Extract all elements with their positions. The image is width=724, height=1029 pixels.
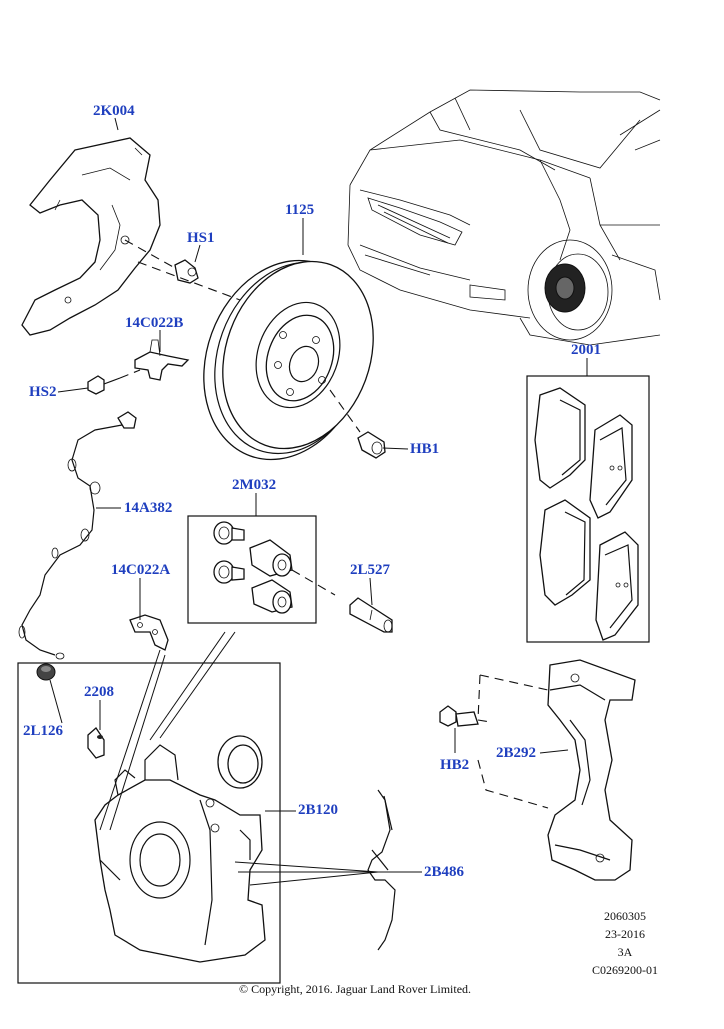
- bolt-hs2: [87, 375, 121, 395]
- copyright-notice: © Copyright, 2016. Jaguar Land Rover Lim…: [238, 982, 472, 996]
- bolt-hb2: [439, 705, 479, 727]
- label-guide-pin[interactable]: 2L527: [350, 562, 391, 578]
- label-bolt-hs2[interactable]: HS2: [29, 384, 57, 400]
- label-bolt-hb2[interactable]: HB2: [440, 757, 470, 773]
- label-bleed-screw[interactable]: 2208: [84, 684, 114, 700]
- caliper-carrier: [547, 659, 636, 881]
- label-pad-set[interactable]: 2001: [571, 342, 601, 358]
- label-spring-clip[interactable]: 2B486: [424, 864, 465, 880]
- guide-kit-box: [187, 515, 317, 624]
- caliper-box: [17, 662, 281, 984]
- caliper: [94, 744, 266, 963]
- drawing-date: 23-2016: [605, 927, 645, 941]
- label-guide-kit[interactable]: 2M032: [232, 477, 277, 493]
- label-bolt-hs1[interactable]: HS1: [187, 230, 215, 246]
- label-carrier[interactable]: 2B292: [496, 745, 537, 761]
- splash-shield: [21, 137, 161, 336]
- bleed-screw: [87, 727, 105, 759]
- drawing-revision: 3A: [617, 945, 633, 959]
- dust-cap: [36, 663, 56, 681]
- pad-set-box: [526, 375, 650, 643]
- bracket-a: [129, 614, 169, 651]
- label-bolt-hb1[interactable]: HB1: [410, 441, 440, 457]
- label-bracket-b[interactable]: 14C022B: [125, 315, 184, 331]
- drawing-number: 2060305: [604, 909, 646, 923]
- label-caliper[interactable]: 2B120: [298, 802, 339, 818]
- label-cap[interactable]: 2L126: [23, 723, 64, 739]
- brake-pads: [534, 387, 639, 641]
- label-sensor[interactable]: 14A382: [124, 500, 173, 516]
- guide-pin: [349, 597, 393, 633]
- vehicle-illustration: [347, 89, 661, 346]
- bracket-b: [134, 339, 190, 381]
- label-bracket-a[interactable]: 14C022A: [111, 562, 171, 578]
- label-shield[interactable]: 2K004: [93, 103, 135, 119]
- bolt-hb1: [357, 431, 386, 459]
- bolt-hs1: [174, 259, 199, 284]
- wear-sensor-cable: [18, 411, 137, 660]
- label-disc[interactable]: 1125: [285, 202, 315, 218]
- guide-kit-parts: [213, 521, 293, 614]
- drawing-code: C0269200-01: [592, 963, 658, 977]
- piston-seal: [217, 735, 263, 789]
- brake-disc: [203, 259, 374, 461]
- spring-clip: [367, 789, 396, 951]
